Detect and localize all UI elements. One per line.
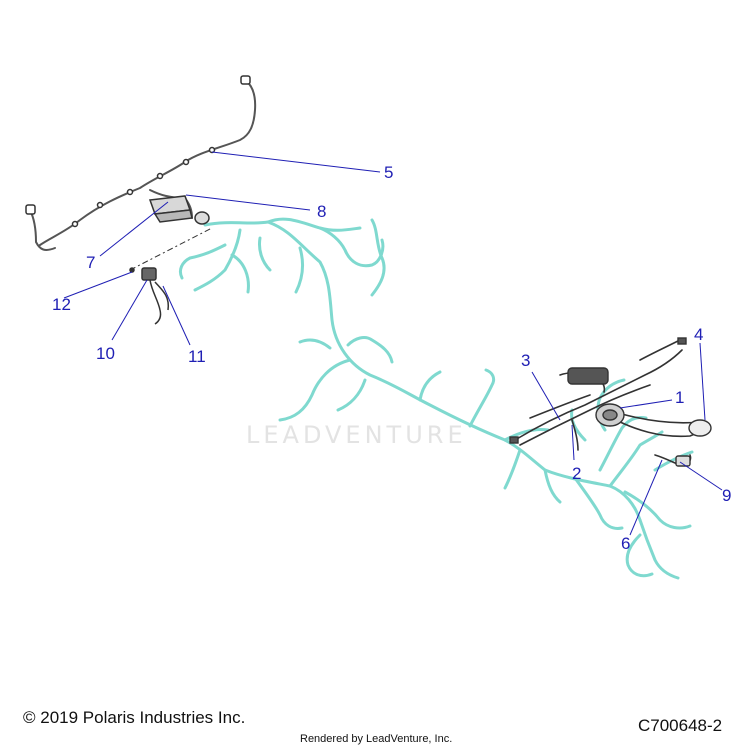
copyright-notice: © 2019 Polaris Industries Inc. xyxy=(23,708,246,727)
control-module xyxy=(148,195,210,225)
callout-7: 7 xyxy=(86,253,96,272)
callout-1: 1 xyxy=(675,388,685,407)
callout-9: 9 xyxy=(722,486,732,505)
callout-10: 10 xyxy=(96,344,115,363)
rendered-by-credit: Rendered by LeadVenture, Inc. xyxy=(300,733,453,745)
diagram-id: C700648-2 xyxy=(638,716,723,735)
watermark: LEADVENTURE xyxy=(246,421,467,449)
roof-harness-connectors xyxy=(25,75,251,228)
dashed-assembly-line xyxy=(129,227,213,271)
callout-3: 3 xyxy=(521,351,531,370)
callout-4: 4 xyxy=(694,325,704,344)
callout-2: 2 xyxy=(572,464,582,483)
leader-lines xyxy=(63,151,723,536)
engine-harness-parts xyxy=(509,337,712,467)
callout-12: 12 xyxy=(52,295,71,314)
callout-11: 11 xyxy=(188,347,206,366)
callout-5: 5 xyxy=(384,163,394,182)
switch-harness xyxy=(129,267,170,325)
callout-8: 8 xyxy=(317,202,327,221)
callout-6: 6 xyxy=(621,534,631,553)
